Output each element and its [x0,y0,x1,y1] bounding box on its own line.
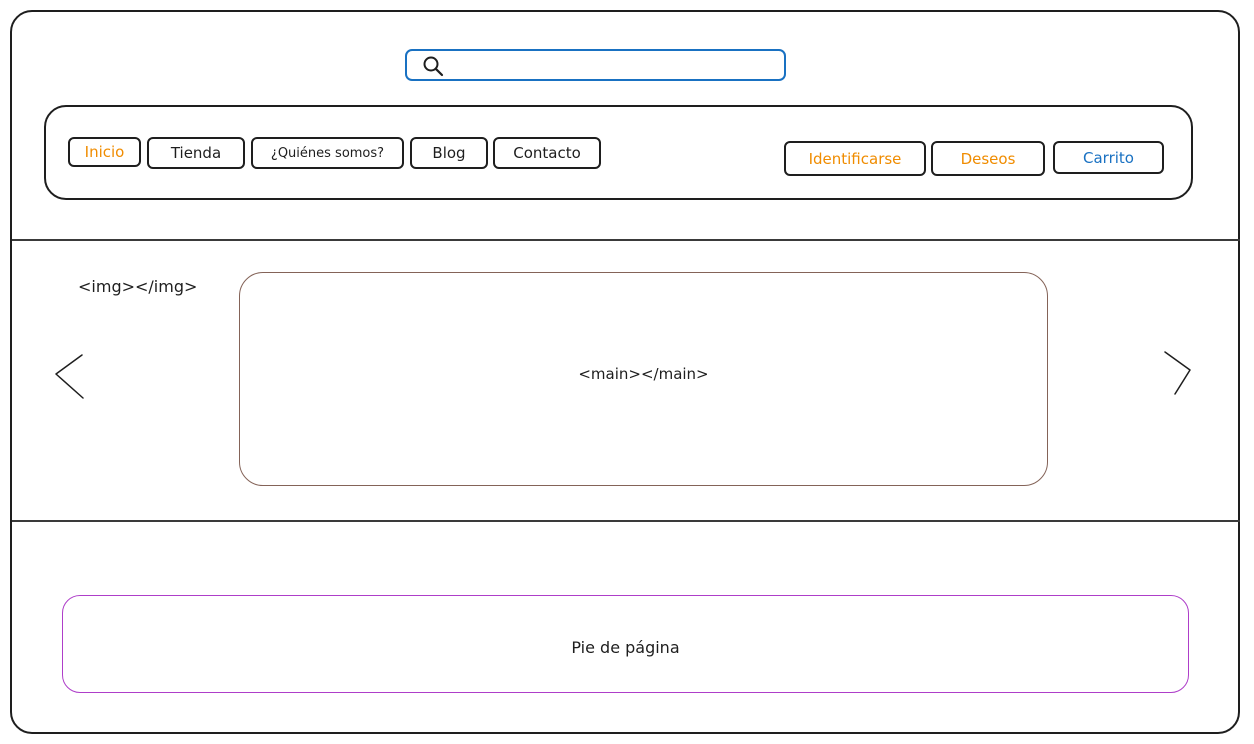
main-content-box: <main></main> [239,272,1048,486]
wishlist-button[interactable]: Deseos [931,141,1045,176]
nav-inicio-button[interactable]: Inicio [68,137,141,167]
chevron-right-icon[interactable] [1160,350,1200,400]
search-icon[interactable] [421,54,445,78]
footer-label: Pie de página [571,637,680,657]
main-placeholder-label: <main></main> [578,365,709,383]
page-frame [10,10,1240,734]
img-placeholder-label: <img></img> [78,277,198,296]
search-bar[interactable] [405,49,786,81]
nav-blog-button[interactable]: Blog [410,137,488,169]
footer: Pie de página [62,595,1189,693]
nav-contacto-button[interactable]: Contacto [493,137,601,169]
nav-quienes-somos-button[interactable]: ¿Quiénes somos? [251,137,404,169]
search-input[interactable] [451,51,783,81]
chevron-left-icon[interactable] [52,354,92,404]
main-divider [12,520,1240,522]
header-divider [12,239,1240,241]
login-button[interactable]: Identificarse [784,141,926,176]
nav-tienda-button[interactable]: Tienda [147,137,245,169]
cart-button[interactable]: Carrito [1053,141,1164,174]
navbar [44,105,1193,200]
